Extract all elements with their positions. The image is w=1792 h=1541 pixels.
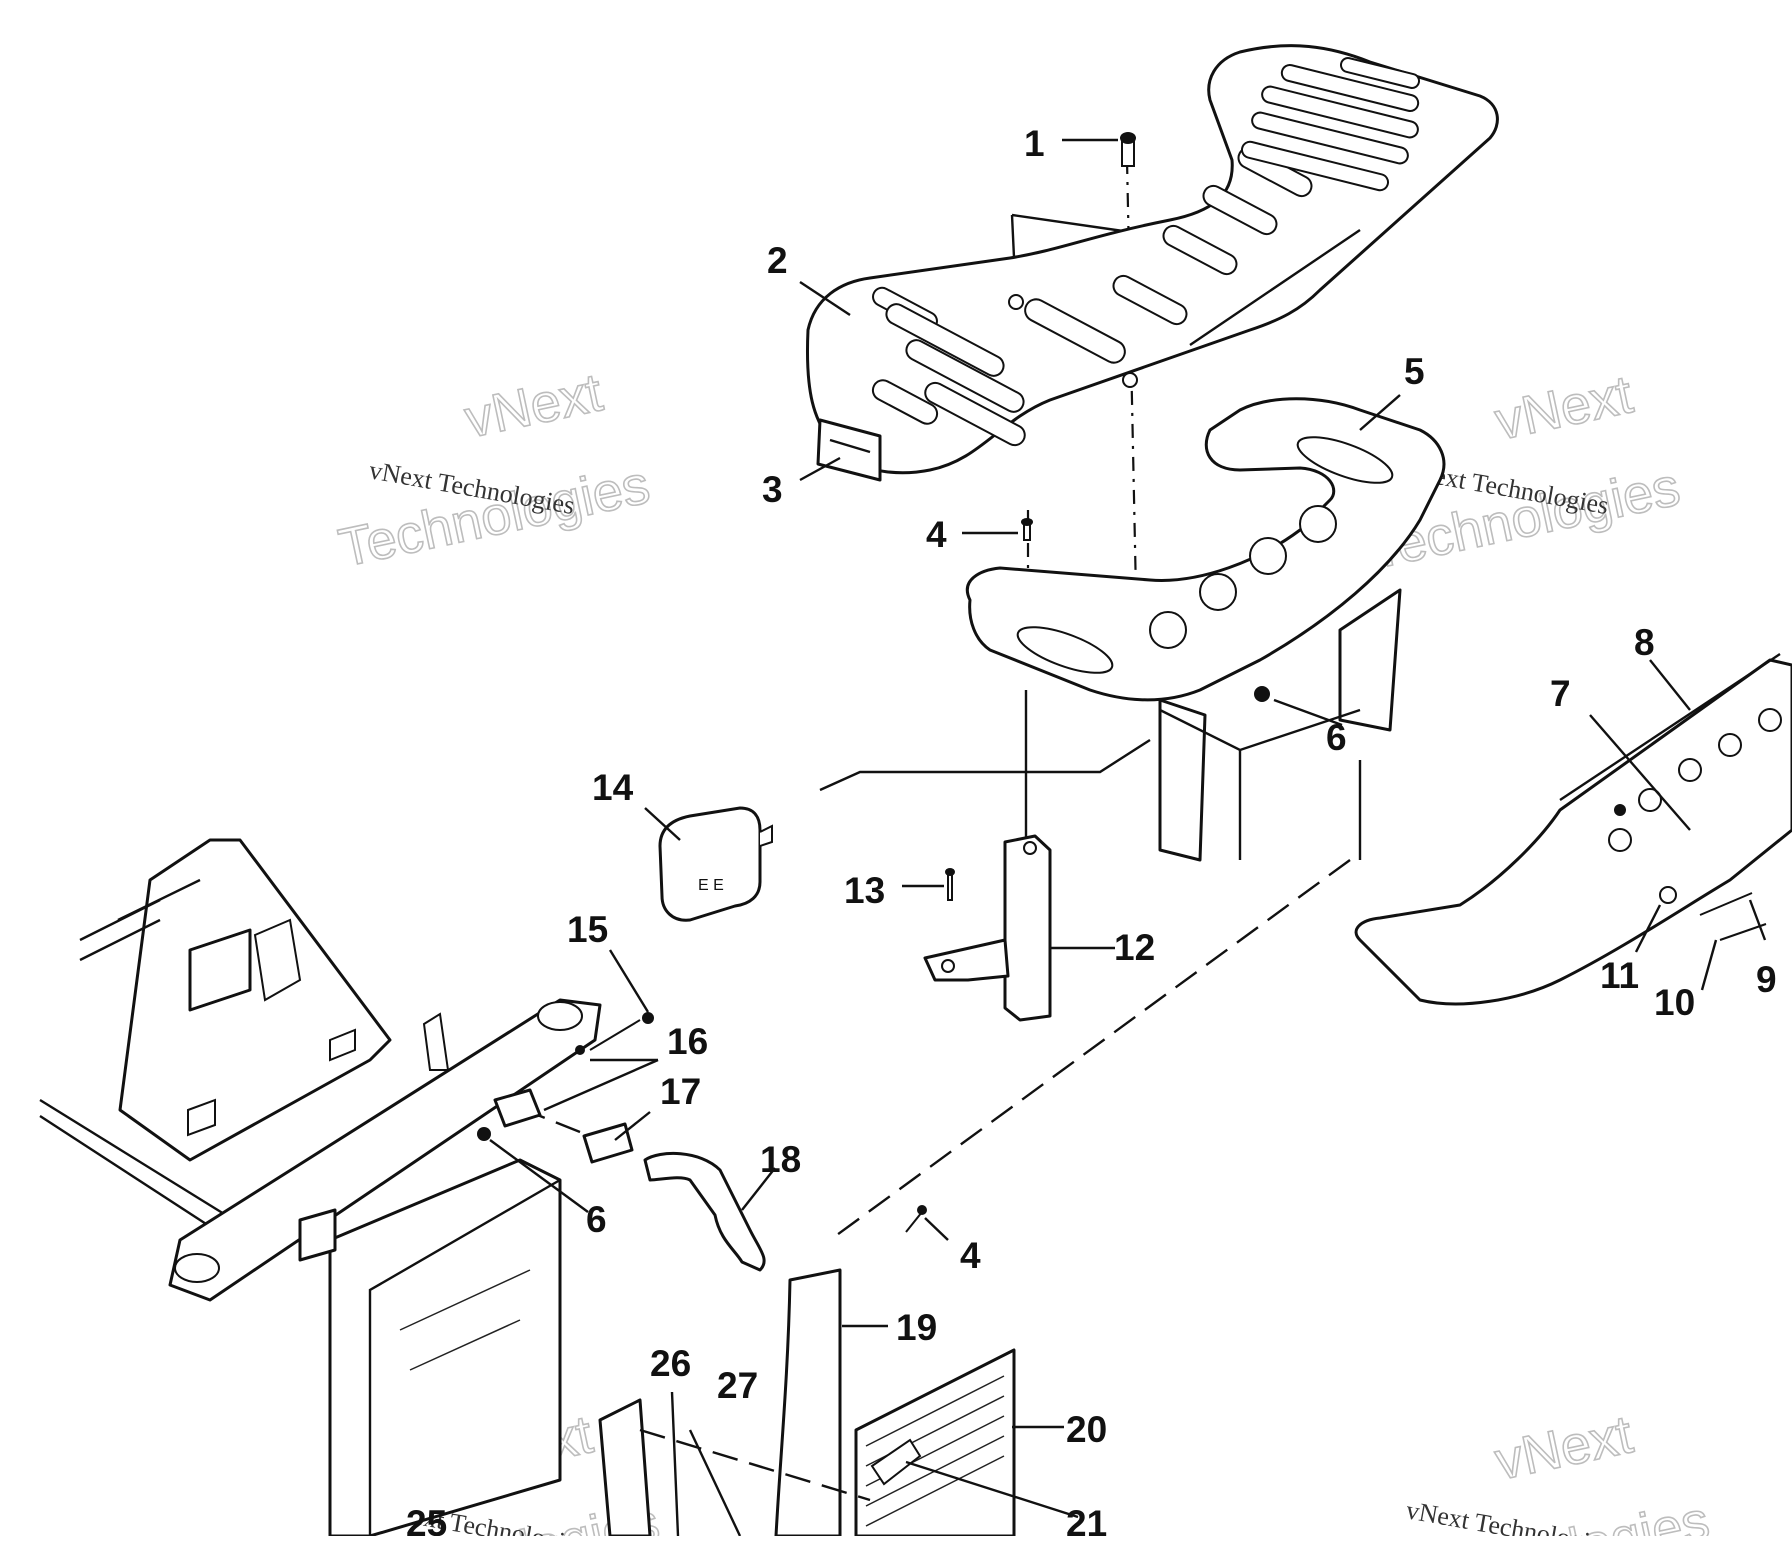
exhaust-pipe <box>643 1151 766 1272</box>
support-bracket <box>923 834 1052 1022</box>
svg-text:vNext: vNext <box>1490 364 1638 451</box>
callout-8: 8 <box>1634 622 1655 663</box>
callout-15: 15 <box>567 909 608 950</box>
callout-26: 26 <box>650 1343 691 1384</box>
callout-16: 16 <box>667 1021 708 1062</box>
callout-3: 3 <box>762 469 783 510</box>
callout-27: 27 <box>717 1365 758 1406</box>
callout-2: 2 <box>767 240 788 281</box>
callout-7: 7 <box>1550 673 1571 714</box>
callout-9: 9 <box>1756 959 1777 1000</box>
callout-6: 6 <box>1326 717 1347 758</box>
callout-20: 20 <box>1066 1409 1107 1450</box>
callout-4: 4 <box>926 514 947 555</box>
tail-light: E E <box>658 806 773 922</box>
callout-1: 1 <box>1024 123 1045 164</box>
callout-14: 14 <box>592 767 634 808</box>
rack-support <box>965 397 1446 862</box>
heat-shield <box>774 1268 1016 1538</box>
callout-17: 17 <box>660 1071 701 1112</box>
callout-18: 18 <box>760 1139 801 1180</box>
callout-6-lower: 6 <box>586 1199 607 1240</box>
rear-bumper <box>1354 653 1792 1006</box>
svg-text:vNext: vNext <box>1490 1404 1638 1491</box>
reflector-plate <box>816 418 882 482</box>
leader-lines <box>489 138 1767 1519</box>
callout-10: 10 <box>1654 982 1695 1023</box>
callout-13: 13 <box>844 870 885 911</box>
hardware <box>477 132 1767 1233</box>
chassis-frame <box>39 838 602 1538</box>
callout-numbers: 1 2 3 4 5 6 7 8 9 10 11 12 13 14 15 16 1… <box>406 123 1777 1541</box>
callout-25: 25 <box>406 1503 447 1536</box>
svg-text:E E: E E <box>698 877 724 894</box>
callout-11: 11 <box>1600 955 1639 996</box>
watermark-top-left: vNext Technologies <box>333 361 655 579</box>
callout-21: 21 <box>1066 1503 1107 1536</box>
callout-5: 5 <box>1404 351 1425 392</box>
rear-rack <box>805 44 1499 475</box>
channel-bracket <box>598 1391 871 1538</box>
callout-19: 19 <box>896 1307 937 1348</box>
callout-12: 12 <box>1114 927 1155 968</box>
svg-text:vNext: vNext <box>460 362 608 449</box>
callout-4-lower: 4 <box>960 1235 981 1276</box>
